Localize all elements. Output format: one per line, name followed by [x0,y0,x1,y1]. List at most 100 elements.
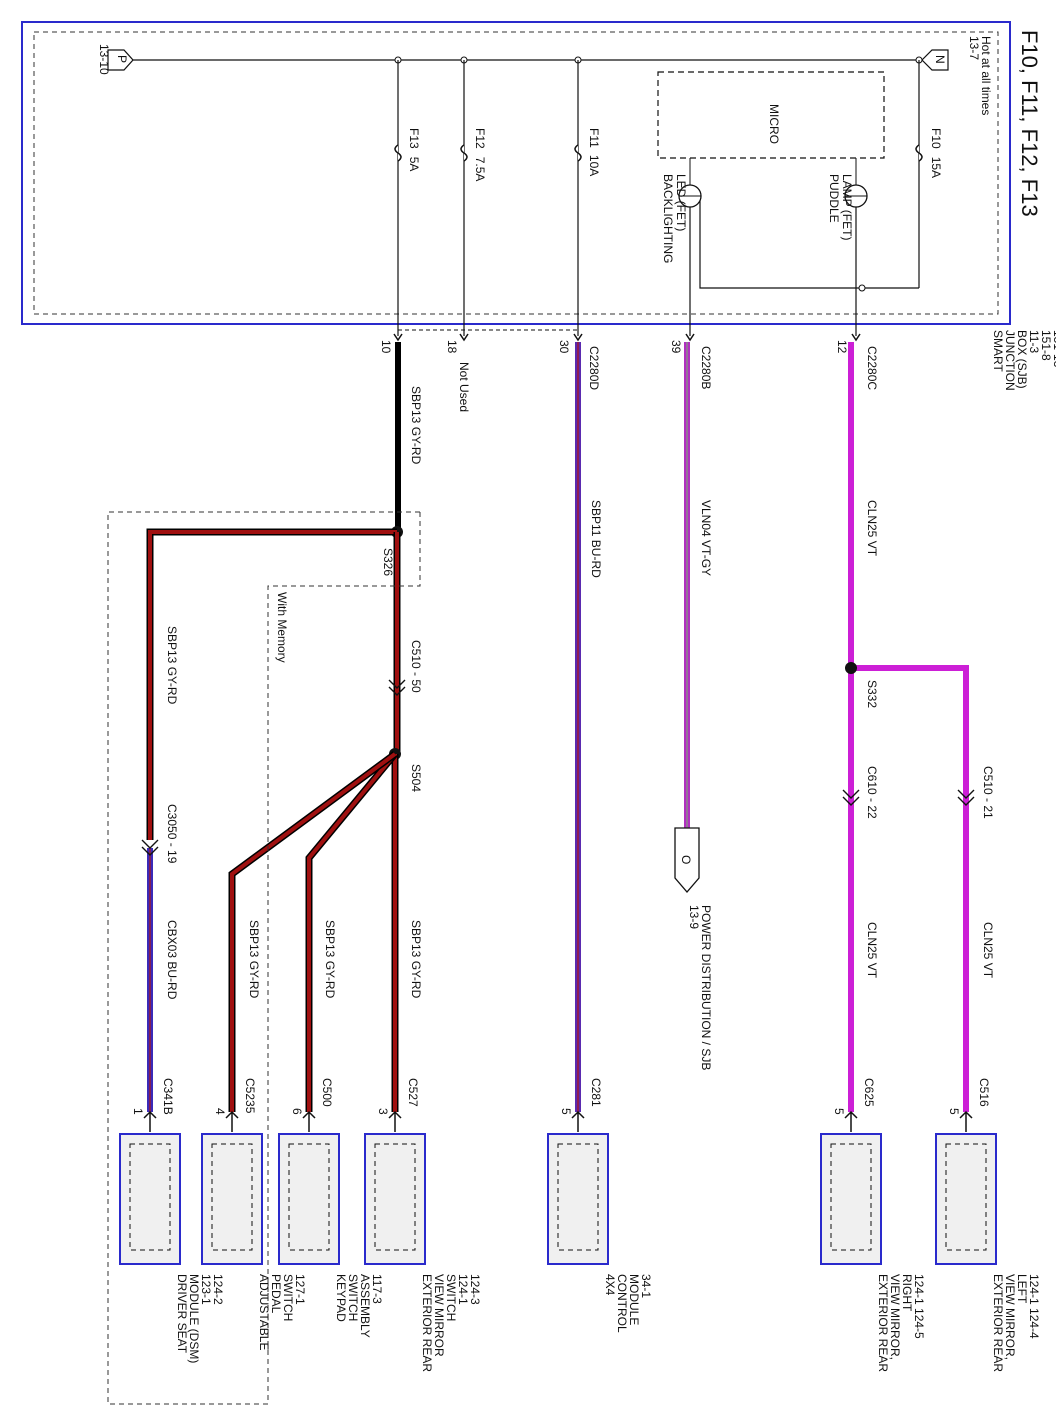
c610-22-icon [842,789,860,806]
cln25-label-top: CLN25 VT [865,500,879,557]
component-inner-dash [830,1143,872,1251]
cln25-label-left: CLN25 VT [981,922,995,979]
power-dist-flag-label: O [679,855,693,864]
hot-ref-label: 13-7 [967,36,981,60]
f10-fuse-icon [915,144,923,162]
c3050-19-label: C3050 - 19 [165,804,179,864]
component-name-label: EXTERIOR REARVIEW MIRROR,LEFT124-1 124-4 [991,1274,1041,1372]
s332-splice [845,662,857,674]
f13-label: F135A [407,128,421,171]
component-box [278,1133,340,1265]
c2280d-label: C2280D [587,346,601,390]
cln25-branch-wire [851,665,969,1112]
pin10-icon [393,333,403,342]
component-box [119,1133,181,1265]
s326-label: S326 [381,548,395,576]
sbp13-label-c500: SBP13 GY-RD [323,920,337,999]
hot-at-all-times-label: Hot at all times [979,36,993,115]
component-name-label: EXTERIOR REARVIEW MIRROR,RIGHT124-1 124-… [876,1274,926,1372]
sbp13-label-c527: SBP13 GY-RD [409,920,423,999]
component-box [820,1133,882,1265]
component-connector-label: C281 [589,1078,603,1107]
cln25-label-right: CLN25 VT [865,922,879,979]
c510-21-label: C510 - 21 [981,766,995,819]
pin-arrow-icon [225,1110,239,1132]
f12-fuse-icon [460,144,468,162]
f10-junction [858,284,866,292]
component-name-label: EXTERIOR REARVIEW MIRRORSWITCH124-1124-3 [420,1274,482,1372]
power-dist-label: POWER DISTRIBUTION / SJB [699,905,713,1070]
component-connector-label: C341B [161,1078,175,1115]
not-used-label: Not Used [457,362,471,412]
component-name-label: DRIVER SEATMODULE (DSM)123-1124-2 [175,1274,225,1363]
component-pin-label: 5 [947,1108,961,1115]
component-connector-label: C625 [862,1078,876,1107]
c2280c-pin-icon [851,333,861,342]
f12-label: F127.5A [473,128,487,181]
component-connector-label: C516 [977,1078,991,1107]
sjb-name-label: SMART JUNCTION BOX (SJB) 11-3 151-8 151-… [991,330,1056,394]
diagram-title: F10, F11, F12, F13 [1017,30,1042,217]
component-connector-label: C500 [320,1078,334,1107]
component-pin-label: 3 [376,1108,390,1115]
component-name-label: KEYPADSWITCHASSEMBLY117-3 [334,1274,384,1338]
sjb-inner-box [33,31,999,315]
c610-22-label: C610 - 22 [865,766,879,819]
c2280d-pin-icon [573,333,583,342]
component-connector-label: C527 [406,1078,420,1107]
c2280d-pin-label: 30 [557,340,571,354]
pin-arrow-icon [143,1110,157,1132]
c2280b-pin-icon [685,333,695,342]
c3050-19-icon [141,839,159,856]
component-inner-dash [374,1143,416,1251]
pin-arrow-icon [844,1110,858,1132]
vln04-label: VLN04 VT-GY [699,500,713,576]
component-inner-dash [288,1143,330,1251]
pin18-label: 18 [445,340,459,354]
sbp13-label-top: SBP13 GY-RD [409,386,423,465]
component-inner-dash [945,1143,987,1251]
component-name-label: ADJUSTABLEPEDALSWITCH127-1 [257,1274,307,1350]
pin18-icon [459,333,469,342]
cbx03-label: CBX03 BU-RD [165,920,179,1000]
component-box [201,1133,263,1265]
component-inner-dash [557,1143,599,1251]
pin-arrow-icon [302,1110,316,1132]
sbp13-label-c5235: SBP13 GY-RD [247,920,261,999]
p-flag-label: P [115,55,129,63]
component-pin-label: 5 [559,1108,573,1115]
c510-50-label: C510 - 50 [409,640,423,693]
pin-arrow-icon [571,1110,585,1132]
with-memory-outer-boundary [107,511,420,1405]
c2280c-pin-label: 12 [835,340,849,354]
pin10-label: 10 [379,340,393,354]
c2280c-label: C2280C [865,346,879,390]
n-flag-label: N [933,55,947,64]
micro-box [657,71,885,159]
component-box [547,1133,609,1265]
s504-branches [228,751,399,1112]
backlight-label: BACKLIGHTINGLED (FET) [661,174,688,263]
s332-label: S332 [865,680,879,708]
puddle-label: PUDDLELAMP (FET) [827,174,854,240]
with-memory-boundary [267,512,421,1404]
component-box [364,1133,426,1265]
pin-arrow-icon [959,1110,973,1132]
n-flag-icon [921,49,949,71]
p-flag-icon [107,49,134,71]
c510-21-icon [957,789,975,806]
power-dist-flag-icon [674,827,700,893]
sbp13-label-dsm: SBP13 GY-RD [165,626,179,705]
component-connector-label: C5235 [243,1078,257,1114]
component-box [935,1133,997,1265]
sjb-box [21,21,1011,325]
component-pin-label: 1 [131,1108,145,1115]
component-inner-dash [211,1143,253,1251]
